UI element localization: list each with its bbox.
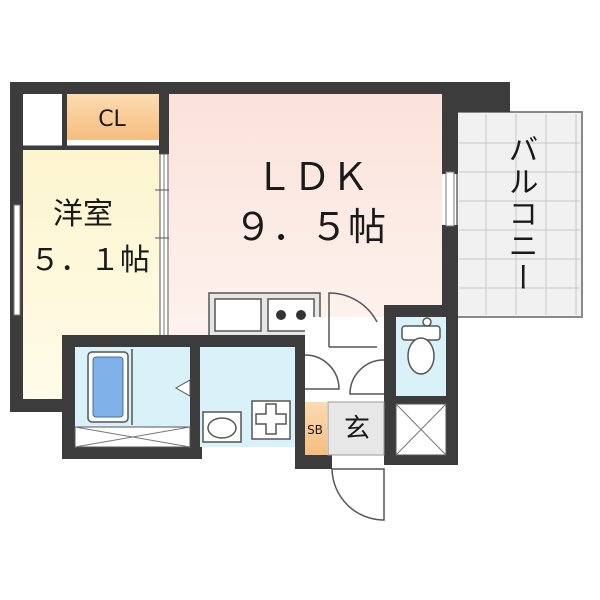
bathroom — [75, 347, 191, 427]
western-room-size: ５．１帖 — [30, 243, 150, 278]
balcony-label: バルコニー — [503, 134, 538, 294]
balcony-floor — [456, 111, 583, 318]
kitchen-counter — [208, 292, 321, 338]
washing-machine-icon — [251, 400, 291, 440]
interior-walls-lower — [62, 305, 458, 469]
shoe-box-label: SB — [307, 423, 323, 437]
balcony-tile-grid — [459, 114, 580, 315]
closet: CL — [22, 94, 160, 161]
ldk-size: ９．５帖 — [234, 205, 386, 249]
washroom-door-swing — [304, 354, 340, 390]
western-room-window — [13, 204, 21, 316]
toilet-icon — [401, 317, 441, 375]
entrance: 玄 — [327, 401, 385, 521]
kitchen-sink-icon — [214, 298, 262, 332]
hallway — [304, 292, 385, 402]
entrance-floor — [327, 401, 385, 456]
toilet-door-swing — [349, 359, 385, 395]
shoe-box: SB — [305, 402, 327, 455]
ldk-room: ＬＤＫ ９．５帖 — [169, 94, 455, 339]
shoe-box-floor — [305, 402, 327, 455]
closet-floor — [66, 94, 160, 140]
storage-under-bath — [74, 426, 191, 448]
ldk-door-swing — [328, 292, 378, 347]
ldk-balcony-window — [445, 171, 455, 227]
balcony: バルコニー — [456, 111, 583, 318]
washroom — [200, 347, 295, 447]
ldk-name: ＬＤＫ — [255, 155, 369, 199]
closet-label: CL — [98, 107, 126, 132]
entrance-label: 玄 — [344, 414, 370, 444]
toilet-room — [396, 317, 446, 396]
western-room-name: 洋室 — [53, 197, 113, 232]
entrance-door-swing — [331, 468, 385, 521]
entrance-storage — [395, 403, 447, 456]
